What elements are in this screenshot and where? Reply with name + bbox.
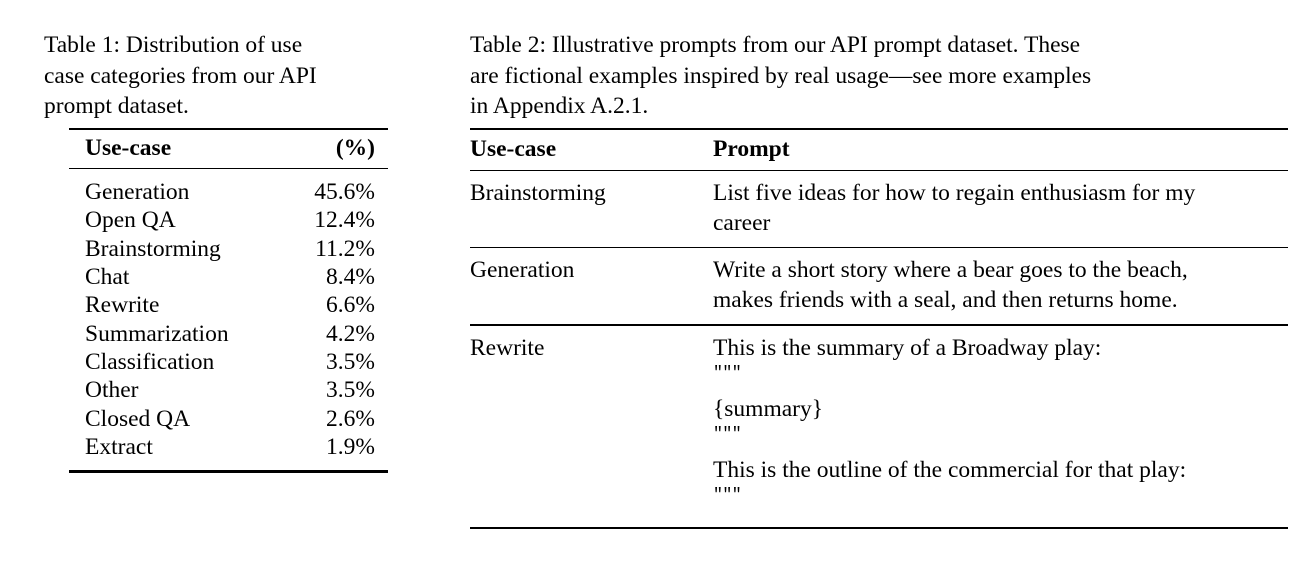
table-row: Extract 1.9% [69, 433, 388, 461]
table-2-header-row: Use-case Prompt [470, 130, 1288, 170]
table-1-figure: Table 1: Distribution of use case catego… [44, 30, 430, 473]
prompt-line: This is the outline of the commercial fo… [713, 456, 1187, 483]
prompt-quote-mark: """ [713, 423, 742, 443]
table-1-cell-usecase: Closed QA [85, 405, 191, 432]
table-1-bottom-rule [69, 470, 388, 473]
table-row: Chat 8.4% [69, 263, 388, 291]
table-1-header-percent: (%) [335, 134, 375, 161]
table-2-caption-line-1: Table 2: Illustrative prompts from our A… [470, 32, 1081, 58]
table-1-cell-usecase: Classification [85, 348, 215, 375]
table-row: Other 3.5% [69, 376, 388, 404]
prompt-line: career [713, 210, 771, 237]
table-2-caption-line-2: are fictional examples inspired by real … [470, 62, 1092, 89]
table-2-cell-usecase: Brainstorming [470, 180, 606, 207]
table-1-caption-line-3: prompt dataset. [44, 93, 189, 119]
table-1-cell-percent: 1.9% [326, 433, 375, 460]
table-row: Brainstorming 11.2% [69, 235, 388, 263]
table-1-caption-line-1: Table 1: Distribution of use [44, 32, 303, 58]
table-row: Rewrite This is the summary of a Broadwa… [470, 326, 1288, 513]
table-row: Closed QA 2.6% [69, 405, 388, 433]
table-1-caption-line-2: case categories from our API [44, 62, 317, 89]
table-2-cell-usecase: Rewrite [470, 334, 545, 361]
table-1-cell-percent: 3.5% [326, 348, 375, 375]
table-1-mid-rule-row [69, 167, 388, 170]
table-2-mid-rule [470, 169, 1288, 172]
table-2-mid-rule-row [470, 169, 1288, 172]
table-2-cell-prompt: Write a short story where a bear goes to… [713, 248, 1288, 324]
table-1-cell-percent: 8.4% [326, 264, 375, 291]
table-2: Use-case Prompt Brainstorming List five … [470, 127, 1288, 530]
table-1-header-usecase: Use-case [85, 134, 172, 161]
table-1-cell-percent: 4.2% [326, 320, 375, 347]
table-row: Generation Write a short story where a b… [470, 248, 1288, 324]
table-1-cell-percent: 3.5% [326, 377, 375, 404]
table-1-cell-usecase: Open QA [85, 207, 176, 234]
table-1: Use-case (%) Generation 45.6% Open QA 12… [69, 127, 388, 473]
table-2-row-separator [470, 247, 1288, 249]
table-row: Classification 3.5% [69, 348, 388, 376]
table-2-top-rule [470, 127, 1288, 130]
table-1-mid-rule [69, 167, 388, 170]
table-1-cell-percent: 11.2% [315, 235, 375, 262]
table-1-body-spacer-top [69, 169, 388, 178]
table-1-cell-usecase: Summarization [85, 320, 229, 347]
prompt-quote-mark: """ [713, 484, 742, 504]
table-1-cell-percent: 12.4% [314, 207, 375, 234]
table-2-row-separator-row [470, 247, 1288, 249]
table-2-header-prompt: Prompt [713, 135, 790, 162]
table-2-row-separator-row [470, 324, 1288, 326]
table-2-bottom-rule [470, 513, 1288, 530]
table-1-header-row: Use-case (%) [69, 130, 388, 168]
table-row: Rewrite 6.6% [69, 291, 388, 319]
table-2-cell-prompt: This is the summary of a Broadway play: … [713, 326, 1288, 513]
table-1-caption: Table 1: Distribution of use case catego… [44, 30, 430, 122]
table-1-cell-usecase: Chat [85, 264, 130, 291]
table-1-bottom-rule-row [69, 470, 388, 473]
prompt-gap [713, 382, 1288, 394]
prompt-line: List five ideas for how to regain enthus… [713, 180, 1196, 207]
table-1-cell-usecase: Generation [85, 179, 190, 206]
table-row: Generation 45.6% [69, 178, 388, 206]
table-2-bottom-rule-row [470, 513, 1288, 530]
table-1-cell-usecase: Extract [85, 433, 153, 460]
table-1-top-rule [69, 127, 388, 130]
table-2-row-separator [470, 324, 1288, 326]
table-1-cell-usecase: Brainstorming [85, 235, 221, 262]
prompt-line: This is the summary of a Broadway play: [713, 334, 1102, 361]
table-row: Summarization 4.2% [69, 320, 388, 348]
table-1-body-spacer-bottom [69, 461, 388, 470]
table-2-cell-usecase: Generation [470, 257, 575, 284]
table-1-top-rule-row [69, 127, 388, 130]
table-2-cell-prompt: List five ideas for how to regain enthus… [713, 171, 1288, 247]
table-2-caption-line-3: in Appendix A.2.1. [470, 93, 649, 119]
table-1-cell-usecase: Rewrite [85, 292, 160, 319]
table-2-figure: Table 2: Illustrative prompts from our A… [470, 30, 1288, 530]
prompt-line: {summary} [713, 395, 824, 422]
table-2-top-rule-row [470, 127, 1288, 130]
table-row: Open QA 12.4% [69, 206, 388, 234]
table-1-cell-usecase: Other [85, 377, 139, 404]
prompt-line: Write a short story where a bear goes to… [713, 257, 1188, 284]
prompt-line: makes friends with a seal, and then retu… [713, 287, 1178, 314]
table-2-caption: Table 2: Illustrative prompts from our A… [470, 30, 1288, 122]
table-1-cell-percent: 45.6% [314, 179, 375, 206]
prompt-gap [713, 443, 1288, 455]
table-2-header-usecase: Use-case [470, 135, 557, 162]
table-row: Brainstorming List five ideas for how to… [470, 171, 1288, 247]
table-1-cell-percent: 6.6% [326, 292, 375, 319]
prompt-quote-mark: """ [713, 362, 742, 382]
table-1-cell-percent: 2.6% [326, 405, 375, 432]
